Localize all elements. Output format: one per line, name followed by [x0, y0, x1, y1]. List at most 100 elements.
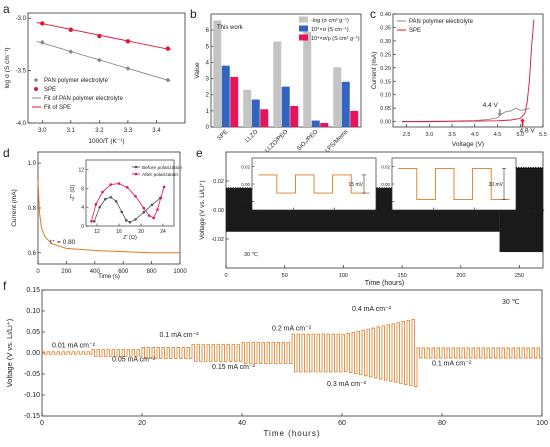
panel-d-x-tick-label: 800: [147, 269, 158, 275]
panel-f-ylabel: Voltage (V vs. Li/Li⁺): [5, 318, 14, 387]
panel-d-inset-legend-marker: [134, 172, 138, 176]
panel-f-x-tick-label: 20: [138, 420, 146, 427]
panel-d-ylabel: Current (mA): [11, 189, 18, 227]
panel-c-x-tick-label: 5.5: [539, 132, 547, 138]
panel-b-legend-swatch: [299, 25, 308, 32]
panel-e-inset-amplitude-label: 30 mV: [489, 182, 504, 188]
panel-f-temperature-label: 30 ℃: [502, 299, 520, 306]
panel-f-y-tick-label: -0.05: [24, 371, 40, 378]
panel-d-inset-ylabel: -Z″ (Ω): [70, 185, 76, 202]
panel-c-x-tick-label: 3.0: [426, 132, 434, 138]
panel-d-inset-y-tick-label: 12: [78, 167, 84, 173]
panel-f-current-label: 0.3 mA cm⁻²: [327, 381, 367, 388]
panel-f-y-tick-label: 0.00: [26, 350, 40, 357]
panel-d-inset-point-0: [150, 203, 154, 207]
panel-f-current-label: 0.1 mA cm⁻²: [160, 332, 200, 339]
panel-f-y-tick-label: 0.15: [26, 287, 40, 294]
panel-d-inset-series-line-0: [93, 196, 161, 223]
panel-a-ylabel: log σ (S cm⁻¹): [4, 47, 11, 88]
panel-b-legend-swatch: [299, 34, 308, 41]
panel-a-x-tick-label: 3.2: [95, 128, 104, 134]
panel-e-inset-amplitude-label: 15 mV: [349, 182, 364, 188]
panel-f-x-tick-label: 0: [40, 420, 44, 427]
panel-d-x-tick-label: 1000: [173, 269, 187, 275]
panel-b-legend-swatch: [299, 16, 308, 23]
panel-d-inset-axes: [85, 159, 175, 227]
panel-a-x-tick-label: 3.4: [152, 128, 161, 134]
panel-e-inset-square-wave-0: [258, 174, 370, 194]
panel-d-inset-point-1: [147, 214, 151, 217]
panel-c-y-tick-label: 0.40: [380, 12, 391, 18]
panel-letter-c: c: [370, 7, 376, 21]
panel-d-inset-point-1: [134, 195, 137, 198]
panel-c-y-tick-label: 0.30: [380, 39, 391, 45]
panel-c-y-tick-label: 0.05: [380, 106, 391, 112]
panel-e-x-tick-label: 100: [339, 273, 348, 279]
panel-b-bar: [311, 120, 320, 127]
panel-b-category-label: SPE: [217, 129, 230, 142]
panel-a-point-1: [165, 46, 171, 51]
panel-c-legend-label: PAN polymer electrolyte: [409, 19, 474, 25]
panel-d-inset-point-1: [101, 190, 104, 194]
panel-a-x-tick-label: 3.3: [124, 128, 133, 134]
panel-c-x-tick-label: 2.5: [403, 132, 411, 138]
panel-e-xlabel: Time (hours): [365, 280, 404, 287]
panel-e-inset-y-tick-label: 0.00: [381, 182, 390, 187]
panel-d-inset-y-tick-label: 4: [81, 205, 84, 211]
panel-b-bar: [341, 81, 350, 127]
panel-e-label-current-2: 0.2 mA cm⁻²: [514, 209, 545, 215]
panel-b-category-label: LPS/Mems: [324, 129, 349, 154]
panel-c-y-tick-label: 0.25: [380, 52, 391, 58]
panel-a-y-tick-label: -4.0: [16, 121, 27, 127]
panel-d-inset-point-0: [103, 197, 107, 201]
panel-d-inset-point-1: [156, 208, 159, 211]
panel-b-y-tick-label: 3: [206, 77, 210, 83]
panel-b-y-tick-label: 6: [206, 28, 210, 34]
panel-a-y-tick-label: -3.5: [16, 69, 27, 75]
panel-d-inset-legend-marker: [134, 165, 138, 169]
panel-b-y-tick-label: 2: [206, 93, 210, 99]
panel-a-point-0: [125, 66, 131, 71]
panel-f-xlabel: Time (hours): [263, 429, 320, 438]
panel-d-x-tick-label: 200: [61, 269, 72, 275]
panel-b-legend-label: -log (σ cm² g⁻¹): [311, 18, 349, 24]
panel-f-voltage-profile: [42, 318, 542, 388]
panel-c-y-tick-label: 0.15: [380, 79, 391, 85]
panel-e-inset-x-tick-label: 101: [331, 212, 339, 217]
panel-a-y-tick-label: -3.0: [16, 16, 27, 22]
panel-d-y-tick-label: 0.6: [28, 251, 37, 257]
panel-b-bar: [213, 20, 222, 128]
panel-a-fit-line-1: [36, 21, 171, 51]
panel-a-point-1: [40, 21, 45, 26]
panel-d-inset-point-0: [114, 200, 118, 203]
panel-f-current-label: 0.01 mA cm⁻²: [52, 343, 96, 350]
panel-d-inset-point-0: [109, 195, 113, 199]
panel-d-x-tick-label: 400: [90, 269, 101, 275]
panel-b-bar: [290, 106, 299, 127]
panel-c-y-tick-label: 0.10: [380, 93, 391, 99]
panel-c-arrowhead-gray: [497, 113, 503, 117]
panel-b-legend-label: 10⁴×σ (S cm⁻¹): [311, 26, 349, 33]
panel-b-category-label: SiO₂/PEO: [296, 129, 319, 152]
panel-e-x-tick-label: 200: [456, 273, 465, 279]
panel-e-inset-square-wave-1: [398, 167, 510, 201]
panel-e-inset-y-tick-label: -0.02: [380, 199, 391, 204]
panel-b-y-tick-label: 0: [206, 125, 210, 131]
panel-a-legend-label: PAN polymer electrolyte: [44, 78, 109, 84]
panel-b-bar: [251, 99, 260, 127]
panel-d-inset-point-0: [128, 220, 132, 224]
panel-d-inset-point-1: [152, 216, 155, 220]
panel-a-point-0: [165, 77, 171, 83]
panel-e-inset-y-tick-label: 0.02: [241, 165, 250, 170]
panel-e-y-tick-label: 0.02: [213, 179, 224, 185]
panel-c-axes: [392, 13, 544, 128]
panel-f-x-tick-label: 80: [438, 420, 446, 427]
panel-d-x-tick-label: 600: [118, 269, 129, 275]
panel-d-inset-point-1: [142, 206, 146, 210]
panel-c-x-tick-label: 3.5: [448, 132, 456, 138]
panel-d-inset-x-tick-label: 20: [138, 229, 144, 235]
panel-c-xlabel: Voltage (V): [452, 141, 484, 148]
panel-a-point-0: [68, 49, 74, 55]
